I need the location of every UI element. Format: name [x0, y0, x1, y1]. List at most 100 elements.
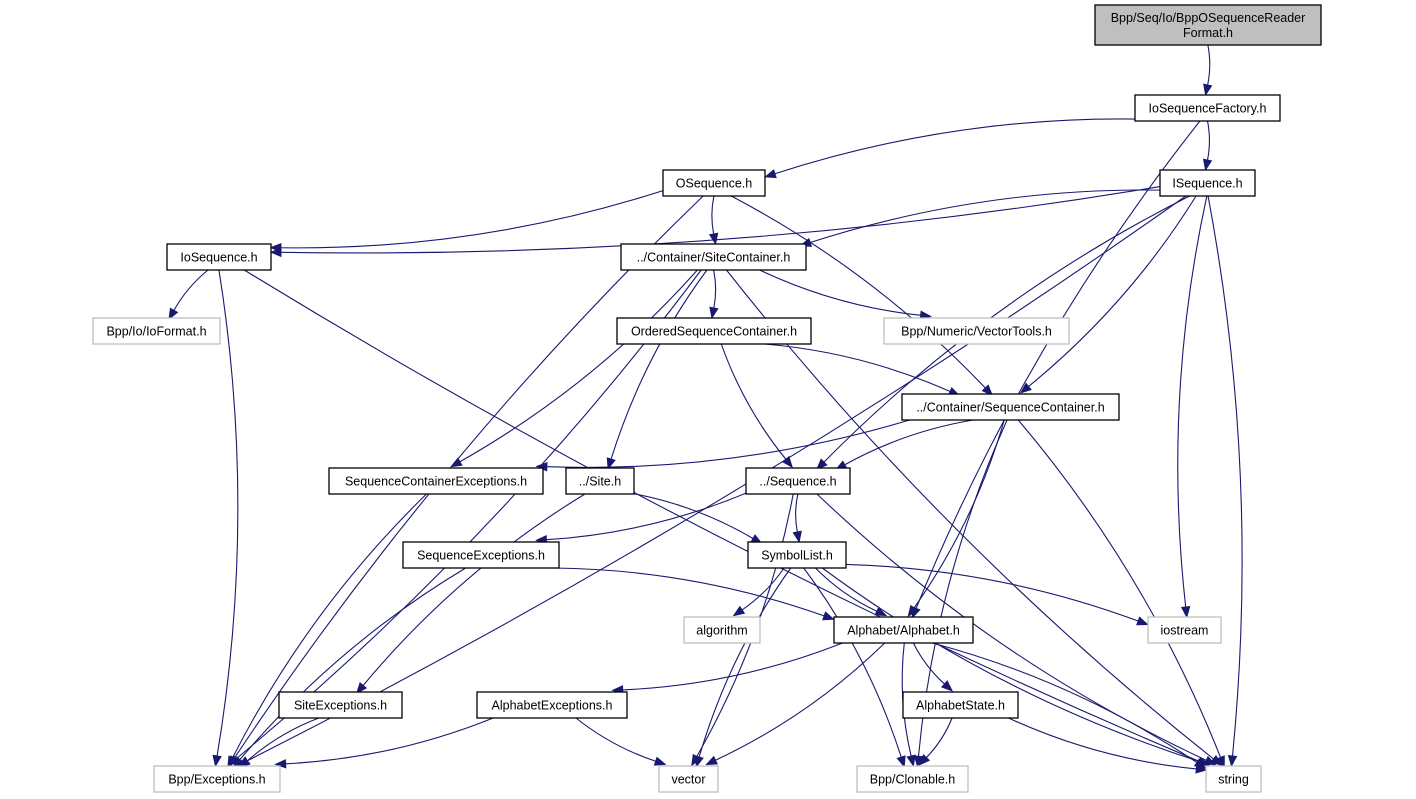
arrowhead-icon — [606, 457, 616, 470]
arrowhead-icon — [168, 307, 179, 321]
edge-alphabet-to-string — [932, 642, 1198, 763]
node-box — [883, 317, 1070, 345]
node-clonable[interactable]: Bpp/Clonable.h — [856, 765, 969, 793]
node-box — [476, 691, 628, 719]
node-algorithm[interactable]: algorithm — [683, 616, 761, 644]
edge-isequence-to-sequence — [823, 195, 1190, 463]
node-box — [166, 243, 272, 271]
arrowhead-icon — [227, 755, 237, 769]
node-box — [1134, 94, 1281, 122]
node-iosequence[interactable]: IoSequence.h — [166, 243, 272, 271]
edge-sitecontainer-to-seqcontainerexceptions — [459, 269, 698, 463]
edge-site-to-symbollist — [633, 493, 754, 539]
node-seqcontainerexceptions[interactable]: SequenceContainerExceptions.h — [328, 467, 544, 495]
node-box — [92, 317, 221, 345]
node-box — [683, 616, 761, 644]
arrowhead-icon — [709, 306, 719, 320]
edge-orderedseqcontainer-to-sequence — [720, 343, 787, 460]
edge-symbollist-to-vector — [698, 567, 792, 758]
edge-symbollist-to-clonable — [803, 567, 902, 758]
edge-alphabetexceptions-to-exceptions — [285, 717, 494, 765]
node-label: algorithm — [696, 624, 747, 638]
edge-alphabet-to-alphabetstate — [912, 642, 945, 685]
edge-sequence-to-seqexceptions — [546, 492, 747, 541]
node-box — [565, 467, 635, 495]
node-orderedseqcontainer[interactable]: OrderedSequenceContainer.h — [616, 317, 812, 345]
edge-sitecontainer-to-orderedseqcontainer — [713, 269, 717, 309]
arrowhead-icon — [874, 606, 888, 617]
node-label: OSequence.h — [676, 177, 752, 191]
edge-seqexceptions-to-alphabet — [554, 567, 825, 617]
node-sitecontainer[interactable]: ../Container/SiteContainer.h — [620, 243, 807, 271]
edge-symbollist-to-iostream — [845, 563, 1139, 622]
arrowhead-icon — [1136, 616, 1149, 626]
node-seqexceptions[interactable]: SequenceExceptions.h — [402, 541, 560, 569]
edge-sequence-to-symbollist — [795, 493, 799, 533]
edge-alphabetstate-to-clonable — [925, 717, 953, 758]
node-label: AlphabetState.h — [916, 699, 1005, 713]
node-label: IoSequenceFactory.h — [1149, 102, 1267, 116]
edge-symbollist-to-algorithm — [741, 567, 785, 611]
node-vector[interactable]: vector — [658, 765, 719, 793]
nodes-layer: Bpp/Seq/Io/BppOSequenceReaderFormat.hIoS… — [92, 4, 1322, 793]
edge-symbollist-to-alphabet — [815, 567, 878, 612]
arrowhead-icon — [781, 455, 793, 469]
edge-orderedseqcontainer-to-seqcontainer — [764, 343, 951, 393]
node-osequence[interactable]: OSequence.h — [662, 169, 766, 197]
node-label: ../Site.h — [579, 475, 621, 489]
node-isequence[interactable]: ISequence.h — [1159, 169, 1256, 197]
node-iostream[interactable]: iostream — [1147, 616, 1222, 644]
node-label: ../Container/SiteContainer.h — [637, 251, 791, 265]
arrowhead-icon — [705, 755, 718, 766]
arrowhead-icon — [822, 611, 835, 621]
node-siteexceptions[interactable]: SiteExceptions.h — [278, 691, 403, 719]
node-box — [833, 616, 974, 644]
node-label: SiteExceptions.h — [294, 699, 387, 713]
node-label: ISequence.h — [1172, 177, 1242, 191]
node-label: AlphabetExceptions.h — [492, 699, 613, 713]
node-label: SequenceExceptions.h — [417, 549, 545, 563]
arrowhead-icon — [355, 682, 368, 695]
node-box — [1094, 4, 1322, 46]
node-label: vector — [671, 773, 705, 787]
node-ioformat[interactable]: Bpp/Io/IoFormat.h — [92, 317, 221, 345]
node-box — [902, 691, 1019, 719]
arrowhead-icon — [906, 754, 916, 768]
arrowhead-icon — [1203, 83, 1213, 97]
node-label: iostream — [1161, 624, 1209, 638]
edge-iosequence-to-ioformat — [173, 269, 209, 311]
edge-root-to-iosequencefactory — [1207, 44, 1211, 86]
arrowhead-icon — [653, 756, 667, 766]
node-vectortools[interactable]: Bpp/Numeric/VectorTools.h — [883, 317, 1070, 345]
edge-alphabet-to-alphabetexceptions — [622, 642, 843, 691]
arrowhead-icon — [694, 755, 704, 768]
node-label: Bpp/Exceptions.h — [168, 773, 265, 787]
edge-isequence-to-string — [1207, 195, 1243, 757]
edge-sitecontainer-to-site — [610, 269, 708, 460]
node-seqcontainer[interactable]: ../Container/SequenceContainer.h — [901, 393, 1120, 421]
edge-iosequence-to-exceptions — [216, 269, 239, 757]
edge-site-to-siteexceptions — [362, 493, 586, 686]
node-alphabetstate[interactable]: AlphabetState.h — [902, 691, 1019, 719]
node-exceptions[interactable]: Bpp/Exceptions.h — [153, 765, 281, 793]
node-site[interactable]: ../Site.h — [565, 467, 635, 495]
node-alphabet[interactable]: Alphabet/Alphabet.h — [833, 616, 974, 644]
node-label: SymbolList.h — [761, 549, 833, 563]
edge-siteexceptions-to-exceptions — [246, 717, 319, 762]
node-iosequencefactory[interactable]: IoSequenceFactory.h — [1134, 94, 1281, 122]
edge-seqcontainer-to-seqcontainerexceptions — [546, 419, 910, 468]
arrowhead-icon — [941, 680, 954, 692]
arrowhead-icon — [896, 755, 906, 768]
edge-alphabetexceptions-to-vector — [575, 717, 656, 762]
node-string[interactable]: string — [1205, 765, 1262, 793]
node-label: Alphabet/Alphabet.h — [847, 624, 960, 638]
arrowhead-icon — [1202, 158, 1213, 172]
edge-alphabet-to-vector — [715, 642, 886, 761]
node-sequence[interactable]: ../Sequence.h — [745, 467, 851, 495]
arrowhead-icon — [732, 605, 746, 617]
node-alphabetexceptions[interactable]: AlphabetExceptions.h — [476, 691, 628, 719]
node-symbollist[interactable]: SymbolList.h — [747, 541, 847, 569]
node-label: SequenceContainerExceptions.h — [345, 475, 527, 489]
